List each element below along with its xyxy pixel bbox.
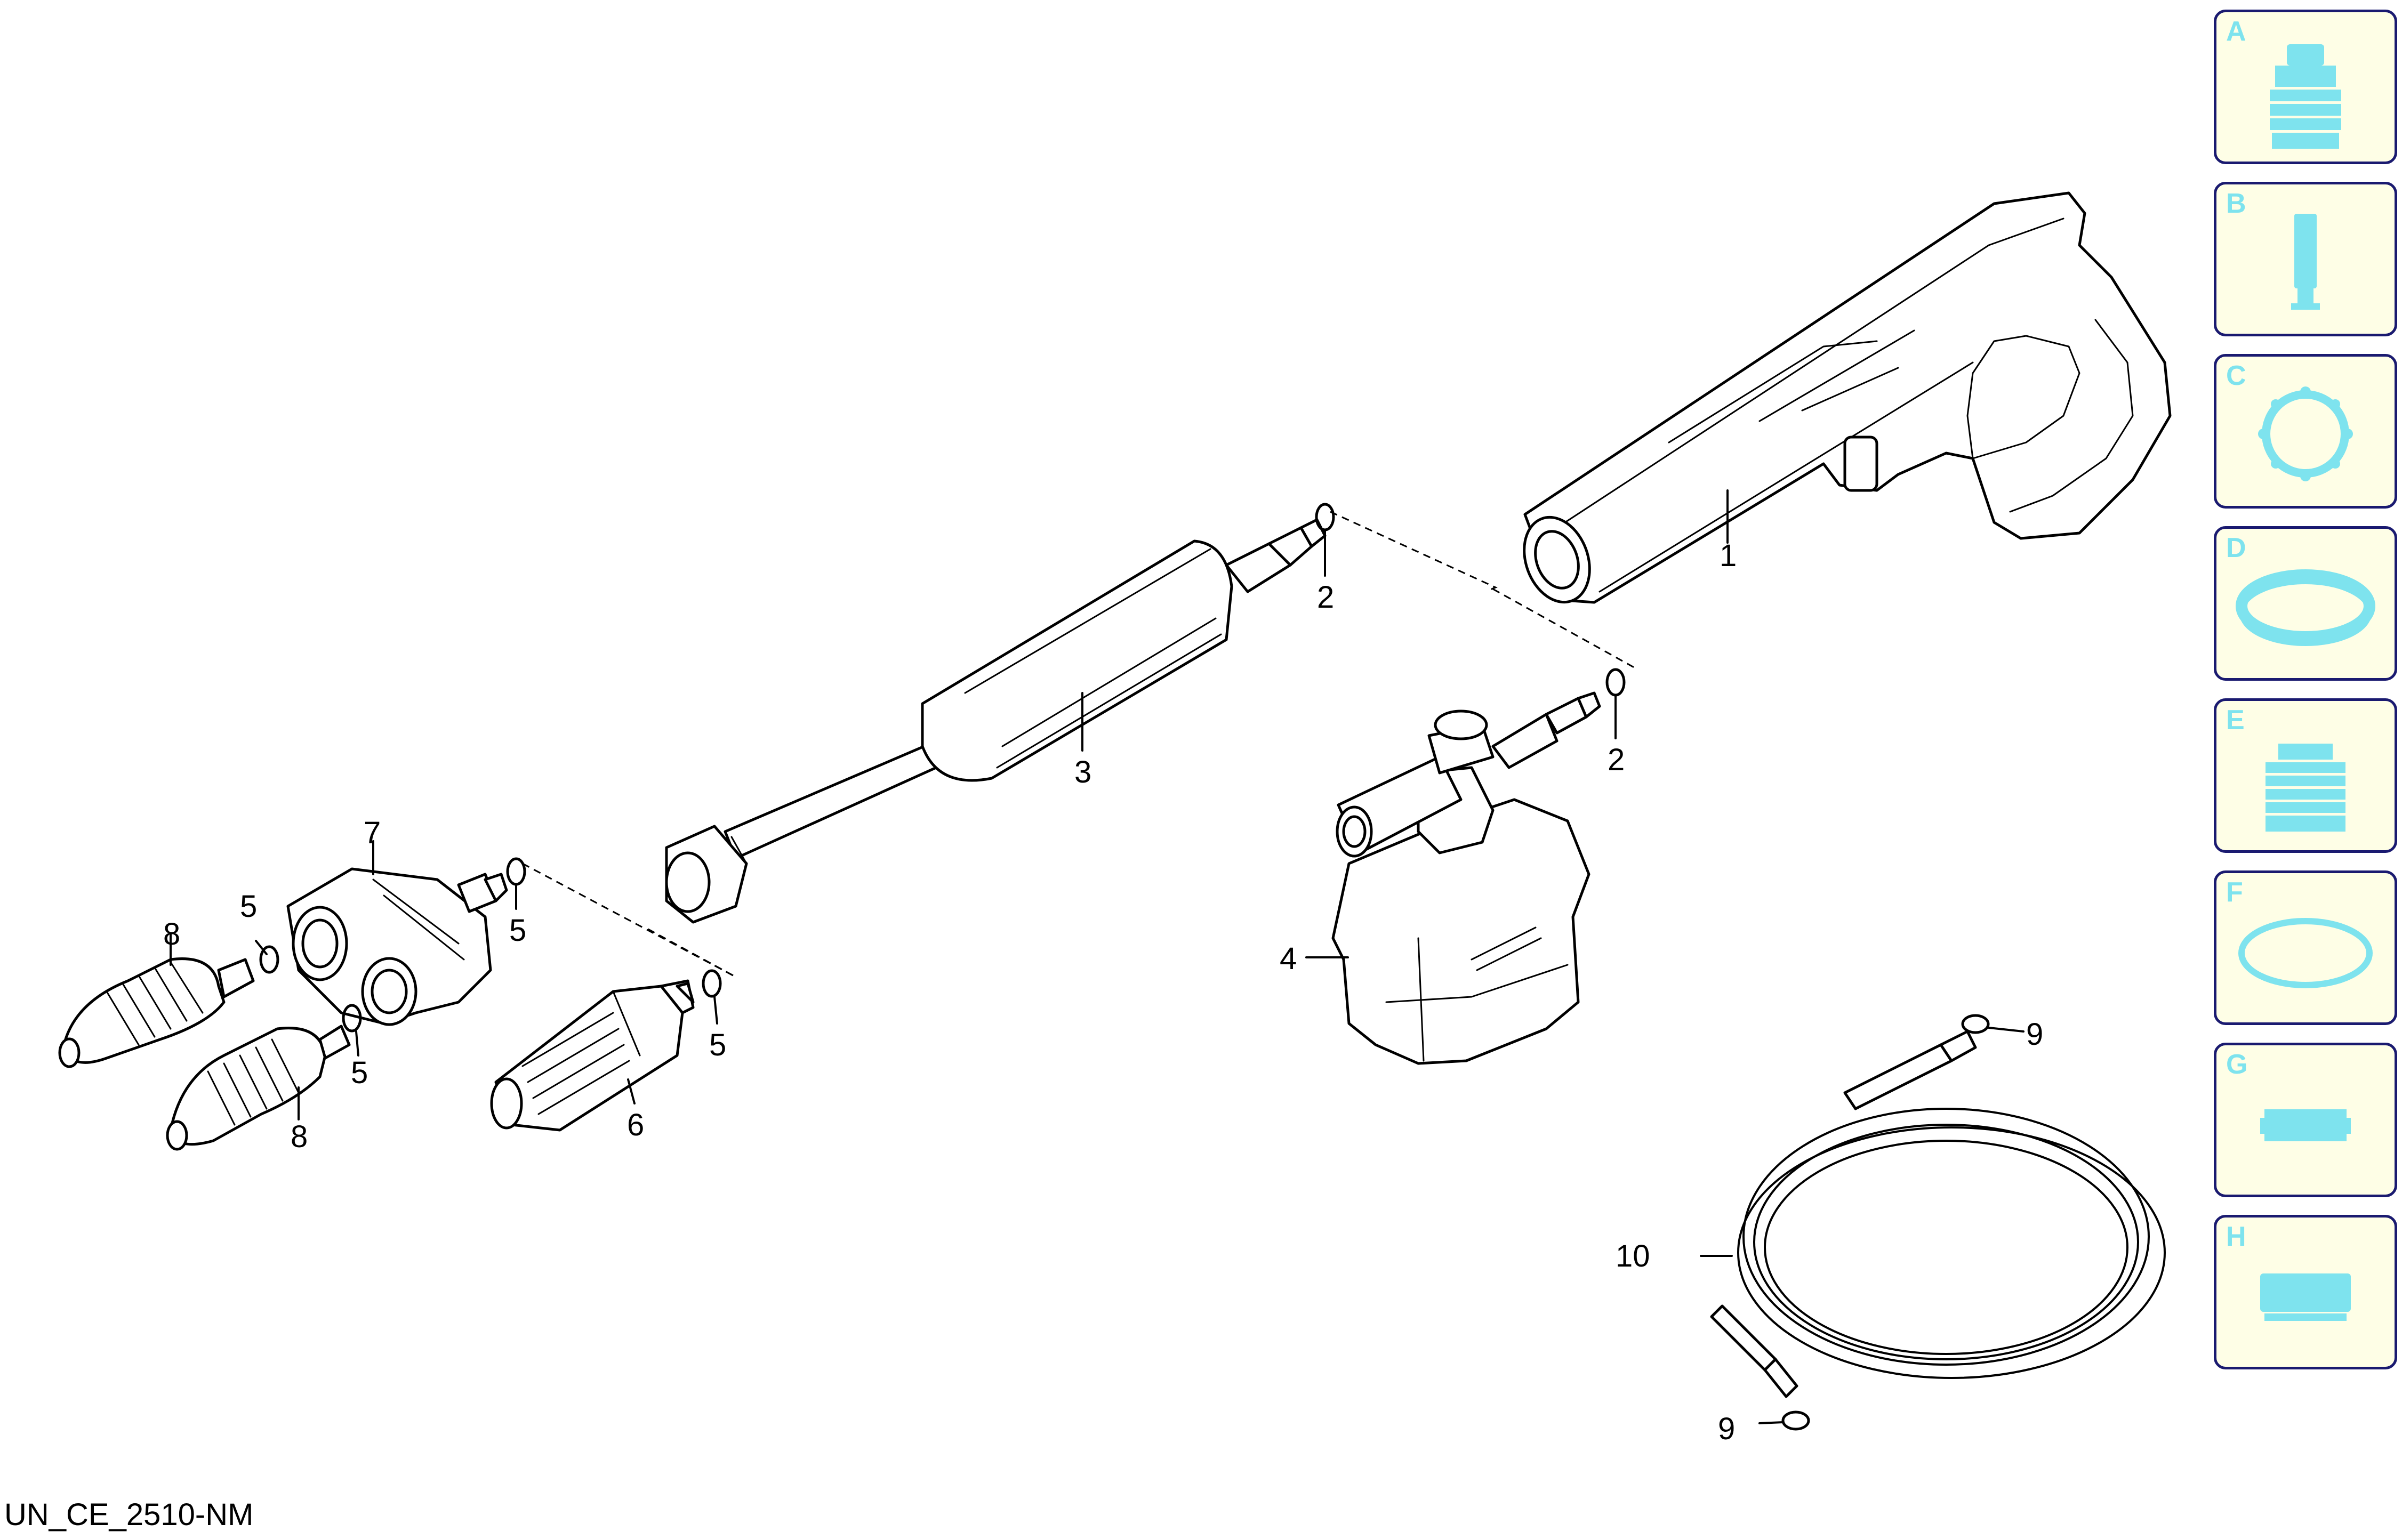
- callout-5-nozzle8: 5: [240, 889, 257, 924]
- vario-nozzle-part: [490, 979, 695, 1132]
- dirt-blaster-nozzle-2-part: [166, 1025, 351, 1151]
- legend-letter: C: [2226, 360, 2246, 391]
- callout-7: 7: [364, 816, 381, 850]
- dirt-blaster-nozzle-1-part: [58, 933, 255, 1068]
- quick-coupling-icon: [2270, 44, 2341, 149]
- lance-part: [665, 518, 1327, 924]
- assembly-lines: [522, 511, 1637, 977]
- legend-letter: A: [2226, 16, 2246, 47]
- legend-letter: D: [2226, 533, 2246, 563]
- flat-gasket-icon: [2260, 1109, 2351, 1141]
- callout-3: 3: [1074, 755, 1091, 789]
- callout-5-adapter: 5: [509, 913, 526, 948]
- callout-9-upper: 9: [2026, 1017, 2043, 1052]
- callout-6: 6: [627, 1108, 644, 1142]
- legend-letter: G: [2226, 1049, 2248, 1080]
- legend-letter: H: [2226, 1221, 2246, 1252]
- callout-8-upper: 8: [163, 917, 180, 952]
- o-ring-icon: [2238, 918, 2373, 988]
- callout-5-lower: 5: [351, 1055, 368, 1090]
- document-code: UN_CE_2510-NM: [4, 1497, 254, 1532]
- circlip-icon: [2258, 386, 2353, 481]
- callout-labels: 1 2 2 3 4 5 5 5 5 6 7 8 8 9 9 10: [163, 538, 2043, 1446]
- legend-card-f[interactable]: F: [2214, 870, 2397, 1025]
- callout-5-vario: 5: [709, 1028, 726, 1062]
- legend-card-b[interactable]: B: [2214, 182, 2397, 336]
- legend-letter: F: [2226, 877, 2243, 908]
- cap-icon: [2260, 1273, 2351, 1321]
- legend-card-g[interactable]: G: [2214, 1043, 2397, 1197]
- hose-part: [1700, 1030, 2166, 1398]
- callout-2-bottle: 2: [1608, 743, 1625, 777]
- foam-bottle-part: [1305, 691, 1601, 1065]
- callout-4: 4: [1280, 941, 1297, 976]
- legend-card-e[interactable]: E: [2214, 698, 2397, 853]
- spray-gun-part: [1523, 191, 2172, 604]
- threaded-connector-icon: [2266, 744, 2345, 832]
- callout-2-gun: 2: [1317, 580, 1334, 615]
- callout-8-lower: 8: [291, 1119, 308, 1154]
- legend-card-h[interactable]: H: [2214, 1215, 2397, 1369]
- seal-ring-icon: [2236, 569, 2375, 646]
- legend-card-c[interactable]: C: [2214, 354, 2397, 509]
- legend-card-a[interactable]: A: [2214, 10, 2397, 164]
- legend-card-d[interactable]: D: [2214, 526, 2397, 681]
- callout-1: 1: [1720, 538, 1737, 573]
- legend-letter: E: [2226, 705, 2245, 736]
- nozzle-adapter-part: [286, 840, 508, 1026]
- o-rings: [255, 503, 2025, 1431]
- pin-icon: [2291, 214, 2320, 310]
- legend-letter: B: [2226, 188, 2246, 219]
- callout-9-lower: 9: [1718, 1412, 1735, 1446]
- callout-10: 10: [1616, 1239, 1650, 1273]
